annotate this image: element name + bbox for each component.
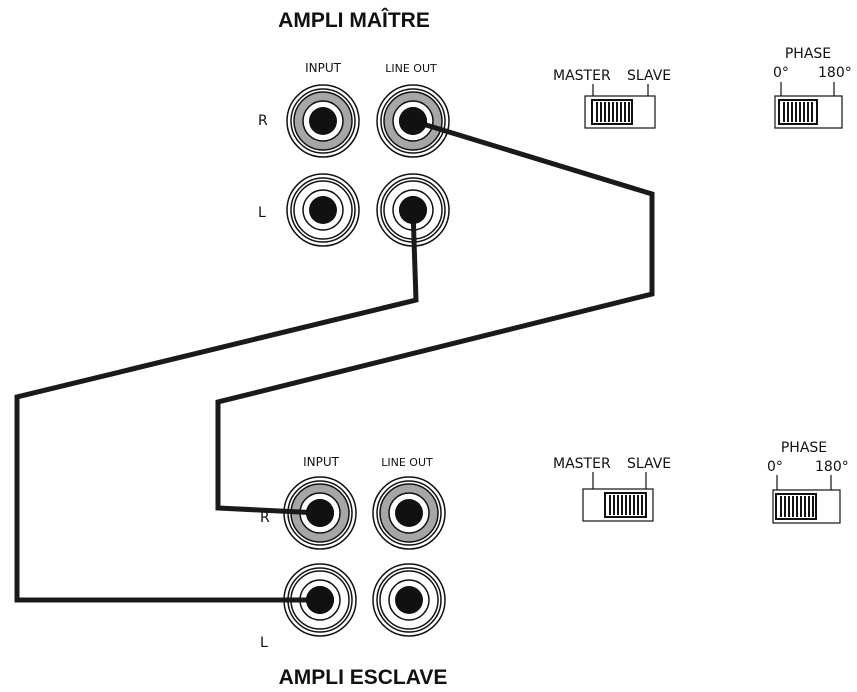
master-mode-slave-label: SLAVE	[627, 68, 671, 84]
slave-l-label: L	[260, 635, 268, 651]
slave-r-label: R	[260, 510, 270, 526]
master-phase-180-label: 180°	[818, 65, 852, 81]
slave-phase-switch[interactable]	[772, 475, 841, 524]
master-mode-switch[interactable]	[584, 84, 656, 129]
master-mode-master-label: MASTER	[553, 68, 611, 84]
slave-phase-180-label: 180°	[815, 459, 849, 475]
master-lineout-l-plug	[399, 196, 427, 224]
master-input-l-jack[interactable]	[286, 173, 360, 247]
master-input-r-jack[interactable]	[286, 84, 360, 158]
slave-lineout-r-jack[interactable]	[372, 476, 446, 550]
slave-mode-switch[interactable]	[582, 472, 654, 522]
slave-mode-master-label: MASTER	[553, 456, 611, 472]
slave-title: AMPLI ESCLAVE	[279, 666, 448, 689]
slave-phase-0-label: 0°	[767, 459, 783, 475]
slave-input-label: INPUT	[303, 455, 340, 469]
master-title: AMPLI MAÎTRE	[278, 8, 430, 32]
master-phase-0-label: 0°	[773, 65, 789, 81]
slave-phase-title: PHASE	[781, 440, 827, 456]
master-phase-title: PHASE	[785, 46, 831, 62]
slave-lineout-label: LINE OUT	[381, 456, 433, 469]
master-r-label: R	[258, 113, 268, 129]
master-input-label: INPUT	[305, 61, 342, 75]
slave-input-r-plug	[306, 499, 334, 527]
master-lineout-label: LINE OUT	[385, 62, 437, 75]
slave-lineout-l-jack[interactable]	[372, 563, 446, 637]
cable-left-channel	[14, 207, 419, 603]
master-phase-switch[interactable]	[774, 82, 843, 129]
slave-mode-slave-label: SLAVE	[627, 456, 671, 472]
slave-input-l-plug	[306, 586, 334, 614]
master-l-label: L	[258, 205, 266, 221]
cable-right-channel	[215, 118, 655, 516]
master-lineout-r-plug	[399, 107, 427, 135]
